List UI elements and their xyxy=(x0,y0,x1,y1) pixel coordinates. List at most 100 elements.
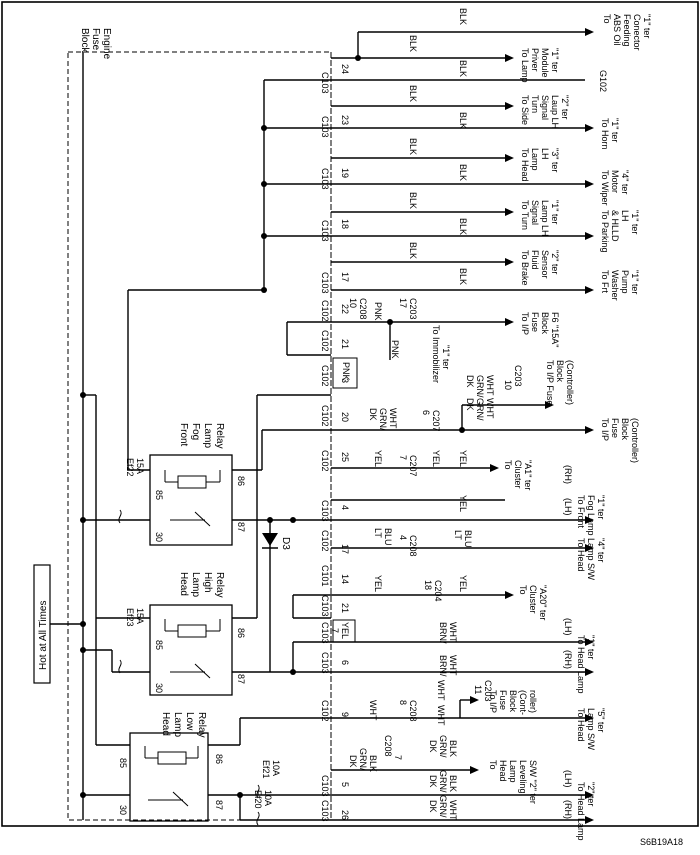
svg-text:To Head Lamp: To Head Lamp xyxy=(576,782,586,841)
svg-text:"4" ter: "4" ter xyxy=(620,170,630,194)
svg-text:BLK: BLK xyxy=(408,138,418,155)
svg-text:Fuse: Fuse xyxy=(530,312,540,332)
svg-text:21: 21 xyxy=(340,603,350,613)
svg-text:To Front: To Front xyxy=(576,495,586,529)
svg-text:BRN/: BRN/ xyxy=(438,655,448,677)
svg-text:9: 9 xyxy=(340,712,350,717)
svg-text:17: 17 xyxy=(340,544,350,554)
relay-3-pin85: 85 xyxy=(118,758,128,768)
svg-text:18: 18 xyxy=(423,580,433,590)
svg-text:To Turn: To Turn xyxy=(520,200,530,230)
relay-3-pin86: 86 xyxy=(214,754,224,764)
svg-text:Head: Head xyxy=(498,760,508,782)
svg-text:YEL: YEL xyxy=(458,575,468,592)
svg-text:WHT: WHT xyxy=(448,655,458,676)
svg-text:G102: G102 xyxy=(598,70,608,92)
svg-text:Lamp S/W: Lamp S/W xyxy=(586,538,596,581)
svg-text:To I/P: To I/P xyxy=(488,690,498,713)
svg-text:Pump: Pump xyxy=(620,270,630,294)
svg-text:DK: DK xyxy=(368,408,378,421)
svg-text:"1" ter: "1" ter xyxy=(630,270,640,294)
svg-text:PNK: PNK xyxy=(390,340,400,359)
svg-text:"2" ter: "2" ter xyxy=(550,250,560,274)
svg-text:To: To xyxy=(518,585,528,595)
relay-3-label-2: Lamp xyxy=(172,712,183,737)
svg-text:18: 18 xyxy=(340,219,350,229)
power-source-label: Hot at All Times xyxy=(38,601,49,670)
svg-text:GRN/: GRN/ xyxy=(438,770,448,793)
diagram-code: S6B19A18 xyxy=(640,837,683,847)
svg-text:Conector: Conector xyxy=(632,14,642,51)
svg-text:C103: C103 xyxy=(320,272,330,294)
svg-text:BLK: BLK xyxy=(458,8,468,25)
svg-text:LH: LH xyxy=(620,210,630,222)
svg-text:WHT: WHT xyxy=(388,408,398,429)
wire-color-labels: BLK BLK BLK BLK BLK BLK BLK BLK BLK BLK … xyxy=(348,8,495,821)
fuse-block-label-2: Fuse xyxy=(90,28,101,51)
svg-text:Motor: Motor xyxy=(610,170,620,193)
relay-3-label-1: Head xyxy=(160,712,171,736)
svg-text:C103: C103 xyxy=(320,595,330,617)
svg-text:"1" ter: "1" ter xyxy=(610,118,620,142)
svg-text:17: 17 xyxy=(398,298,408,308)
svg-text:25: 25 xyxy=(340,452,350,462)
yel-label-box: YEL xyxy=(340,622,350,639)
svg-text:C102: C102 xyxy=(320,405,330,427)
svg-text:Signal: Signal xyxy=(530,200,540,225)
svg-text:Leveling: Leveling xyxy=(518,760,528,794)
relay-1-pin85: 85 xyxy=(154,490,164,500)
svg-text:"2" ter: "2" ter xyxy=(560,95,570,119)
svg-text:Block: Block xyxy=(555,360,565,383)
svg-text:Block: Block xyxy=(540,312,550,335)
relay-1-label-3: Lamp xyxy=(202,423,213,448)
svg-text:BLK: BLK xyxy=(458,218,468,235)
relay-head-lamp-low xyxy=(129,732,209,822)
svg-text:C203: C203 xyxy=(483,680,493,702)
svg-text:(Controller): (Controller) xyxy=(565,360,575,405)
fuse-ef22-name: Ef22 xyxy=(125,458,135,477)
svg-text:(Controller): (Controller) xyxy=(630,418,640,463)
svg-text:C102: C102 xyxy=(320,450,330,472)
svg-text:DK: DK xyxy=(428,740,438,753)
svg-text:"A20" ter: "A20" ter xyxy=(538,585,548,620)
inline-connectors: 10 C208 17 C203 6 C207 10 C203 7 C207 4 … xyxy=(348,298,523,760)
relay-3-label-4: Relay xyxy=(196,712,207,738)
svg-text:To Lamp: To Lamp xyxy=(520,48,530,83)
svg-text:To Side: To Side xyxy=(520,95,530,125)
svg-text:To Head: To Head xyxy=(520,148,530,182)
svg-text:BLK: BLK xyxy=(448,775,458,792)
svg-text:Fuse: Fuse xyxy=(610,418,620,438)
diode-d3-label: D3 xyxy=(280,537,291,550)
svg-text:(LH): (LH) xyxy=(563,618,573,636)
fuse-ef20-name: Ef20 xyxy=(253,790,263,809)
svg-text:(LH): (LH) xyxy=(563,770,573,788)
svg-text:BLK: BLK xyxy=(458,268,468,285)
svg-text:C103: C103 xyxy=(320,500,330,522)
svg-text:5: 5 xyxy=(340,782,350,787)
svg-text:C207: C207 xyxy=(431,410,441,432)
relay-1-label-4: Relay xyxy=(214,423,225,449)
svg-text:(RH): (RH) xyxy=(563,465,573,484)
connector-pins: C103 24 C103 23 C103 19 C103 18 C103 17 … xyxy=(320,64,350,822)
svg-text:26: 26 xyxy=(340,810,350,820)
relay-1-pin86: 86 xyxy=(236,476,246,486)
svg-text:YEL: YEL xyxy=(458,450,468,467)
svg-text:Priver: Priver xyxy=(530,48,540,72)
svg-text:To I/P: To I/P xyxy=(520,312,530,335)
svg-text:Cluster: Cluster xyxy=(528,585,538,614)
svg-text:10: 10 xyxy=(348,298,358,308)
svg-text:"A1" ter: "A1" ter xyxy=(523,460,533,490)
svg-text:C103: C103 xyxy=(320,622,330,644)
svg-text:C102: C102 xyxy=(320,700,330,722)
svg-text:F6 "15A": F6 "15A" xyxy=(550,312,560,347)
svg-text:To: To xyxy=(602,14,612,24)
svg-text:To Horn: To Horn xyxy=(600,118,610,150)
svg-text:"1" ter: "1" ter xyxy=(642,14,652,38)
svg-text:Laup LH: Laup LH xyxy=(550,95,560,129)
svg-text:DK: DK xyxy=(348,755,358,768)
svg-text:To Head Lamp: To Head Lamp xyxy=(576,635,586,694)
svg-text:Block: Block xyxy=(508,690,518,713)
svg-text:Fog Lamp: Fog Lamp xyxy=(586,495,596,536)
relay-2-label-2: Lamp xyxy=(190,572,201,597)
svg-text:6: 6 xyxy=(340,660,350,665)
